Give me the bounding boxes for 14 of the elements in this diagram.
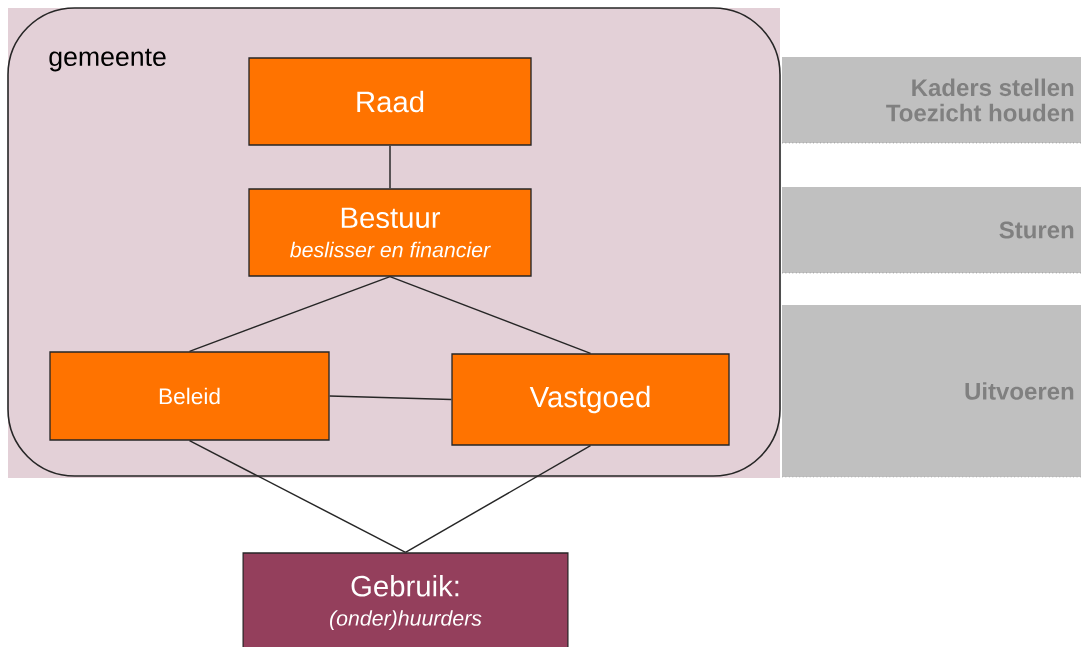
process-box: Gebruik: (onder)huurders (242, 552, 569, 647)
connector-line (328, 395, 453, 401)
connector-line (404, 444, 592, 554)
connector-line (188, 275, 391, 353)
level-band: Sturen (781, 187, 1081, 274)
level-band: Uitvoeren (781, 305, 1081, 478)
process-box: Vastgoed (451, 353, 730, 446)
level-band: Kaders stellen Toezicht houden (781, 57, 1081, 144)
process-box: Bestuur beslisser en financier (248, 188, 532, 277)
process-box: Raad (248, 57, 532, 146)
connector-line (389, 144, 391, 190)
process-box: Beleid (49, 351, 330, 441)
connector-line (188, 439, 407, 554)
connector-line (389, 275, 592, 355)
